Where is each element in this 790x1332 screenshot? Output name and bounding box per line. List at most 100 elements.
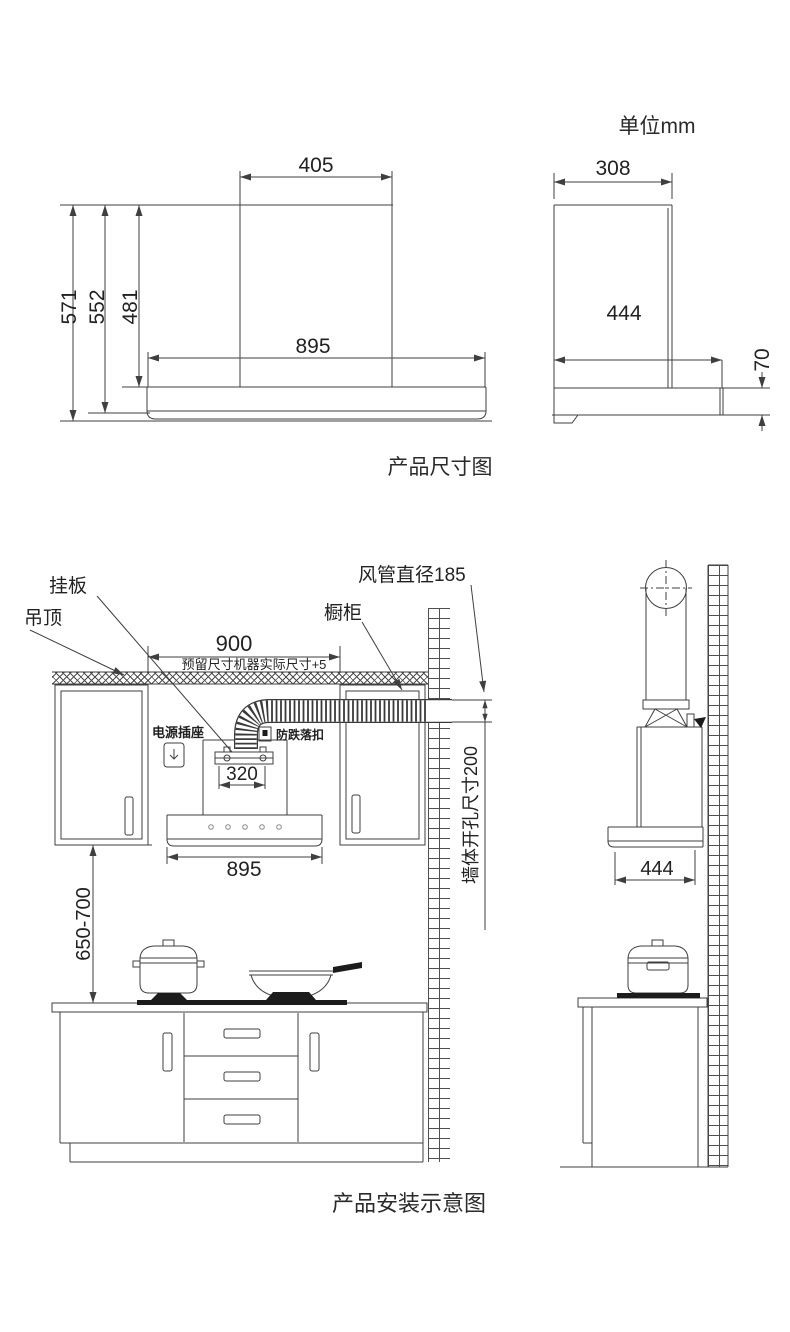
hanging-plate-leader [96,595,233,753]
dim-total-height: 571 [58,289,81,324]
dim-444-side-line [614,850,696,885]
plate-screw-left [223,746,231,753]
dim-308-ext [553,173,673,199]
dim-top-depth: 308 [595,157,630,180]
dim-hood-width: 895 [226,858,261,881]
ceiling-band-borders [52,671,428,685]
base-cabinet-front [59,1012,424,1163]
plate-screw-right [259,746,267,753]
duct-ribs [235,700,427,749]
drawer-handle-3 [223,1114,261,1125]
cooktop-front [137,1000,347,1005]
duct-tube-side [645,588,687,700]
side-base-outline [552,387,770,416]
hood-body-lip [146,410,487,420]
side-base-foot [553,414,579,424]
install-front-details [51,726,428,1163]
cooktop-side [617,993,700,998]
buckle-dot [262,730,268,736]
anti-fall-buckle-icon [258,726,272,742]
power-socket-label: 电源插座 [152,725,204,740]
pot-handle-left [132,960,141,968]
countertop-side [577,997,708,1008]
install-diagram-caption: 产品安装示意图 [332,1191,486,1216]
dim-install-height: 650-700 [73,887,95,960]
left-wall-cabinet-door [60,690,143,840]
socket-arrow-glyph [169,749,179,760]
pot-front [139,945,198,994]
mount-bracket-side [644,708,688,728]
install-side-view [560,560,729,1168]
size-diagram-caption: 产品尺寸图 [388,456,493,479]
size-side-view [552,173,770,431]
cabinet-leader [361,621,403,691]
pot-burner-stand [151,993,187,1000]
size-front-view [60,171,492,422]
hood-control-icons [208,824,282,830]
ceiling-hatch-band [52,672,428,684]
anti-fall-buckle-label: 防跌落扣 [276,727,324,742]
hood-body-outline [146,386,487,412]
wall-cabinet-label: 橱柜 [324,602,362,624]
dim-650-line [55,844,152,1003]
duct-leader [470,584,485,693]
flexible-duct [234,699,452,749]
pot-side-knob [651,939,664,947]
duct-diameter-label: 风管直径185 [358,564,466,586]
duct-flange [642,699,690,710]
hood-body-front [166,814,323,847]
side-box-outline [553,204,673,388]
left-wall-cabinet-handle [124,796,134,836]
drawer-handle-1 [223,1028,261,1039]
hood-chimney-side [636,726,703,827]
drawer-handle-2 [223,1071,261,1082]
dim-hood-depth: 444 [640,858,673,880]
wall-opening-dim [450,699,492,930]
wall-opening-label: 墙体开孔尺寸200 [461,746,481,884]
right-wall-cabinet-handle [351,794,361,834]
install-side-solids [617,717,706,998]
dim-body-top-height: 481 [119,289,142,324]
plate-bolt-left [223,754,231,762]
dim-base-height: 70 [751,348,774,371]
right-door-handle [309,1032,320,1072]
pot-handle-right [196,960,205,968]
unit-label: 单位mm [619,115,696,138]
brick-wall-side-view [708,565,728,1167]
wall-bracket [686,713,695,728]
ceiling-label: 吊顶 [24,608,62,629]
power-socket-icon [163,742,185,768]
dim-900-line [147,646,341,672]
brick-wall-front-view [428,608,450,1162]
clearance-note: 预留尺寸机器实际尺寸+5 [182,657,327,672]
side-wall-edges [707,564,729,1167]
base-cabinet-side [582,1007,699,1168]
chimney-outline [239,205,393,387]
right-wall-cabinet-door [345,690,420,840]
dim-base-depth: 444 [606,302,641,325]
wok-burner-stand [266,992,316,1000]
dim-444-line [554,359,723,388]
dim-chimney-width: 405 [298,154,333,177]
dim-895-install-line [166,847,323,864]
install-front-solids [137,962,362,1005]
dim-plate-spacing: 320 [226,764,258,785]
wok-handle [333,962,362,973]
dim-mid-height: 552 [86,289,109,324]
left-door-handle [162,1032,173,1072]
plate-bolt-right [259,754,267,762]
ceiling-leader [29,629,125,676]
pot-side-handle [646,961,670,971]
height-ref-lines [88,386,150,414]
dim-clearance-width: 900 [216,631,253,656]
right-wall-cabinet [339,684,426,846]
dim-body-width: 895 [295,335,330,358]
hood-body-side [607,826,704,848]
size-side-arrows [554,178,766,426]
hanging-plate-label: 挂板 [49,575,87,597]
left-wall-cabinet [54,684,149,846]
install-front-view [29,584,492,930]
pot-lid-knob [162,939,175,947]
